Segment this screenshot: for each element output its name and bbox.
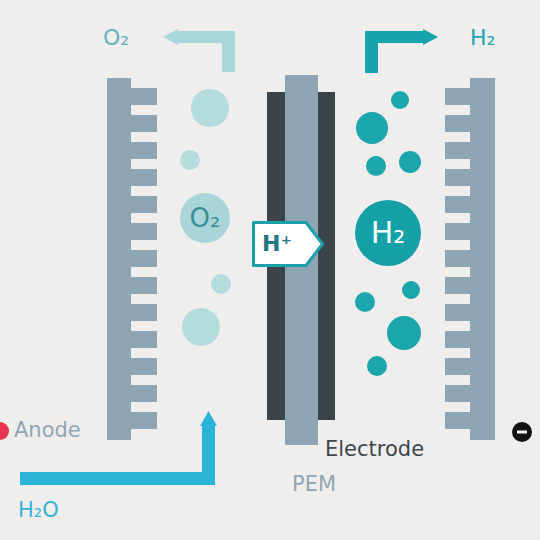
plate-tooth (131, 115, 157, 132)
hydrogen-bubble: H₂ (355, 200, 421, 266)
negative-terminal (512, 422, 532, 442)
plate-tooth (445, 277, 471, 294)
plate-tooth (445, 331, 471, 348)
plate-tooth (445, 196, 471, 213)
plate-tooth (445, 304, 471, 321)
node-text: H₂ (371, 218, 406, 248)
plate-tooth (131, 412, 157, 429)
positive-terminal (0, 422, 9, 440)
plate-tooth (131, 304, 157, 321)
anode-plate (107, 78, 131, 440)
plate-tooth (131, 169, 157, 186)
plate-tooth (131, 196, 157, 213)
plate-tooth (445, 223, 471, 240)
plate-tooth (445, 142, 471, 159)
plate-tooth (445, 115, 471, 132)
proton-arrow: H⁺ (252, 221, 324, 267)
plate-tooth (131, 88, 157, 105)
oxygen-bubble: O₂ (180, 193, 230, 243)
plate-tooth (445, 88, 471, 105)
hydrogen-outlet-arrow (365, 29, 438, 73)
plate-tooth (445, 169, 471, 186)
hydrogen-outlet-label: H₂ (470, 27, 495, 49)
plate-tooth (445, 250, 471, 267)
oxygen-outlet-arrow (163, 29, 235, 72)
plate-tooth (445, 412, 471, 429)
hydrogen-bubbles (355, 91, 421, 376)
node-text: H⁺ (262, 233, 292, 255)
plate-tooth (131, 142, 157, 159)
electrode-label: Electrode (325, 439, 424, 460)
plate-tooth (131, 277, 157, 294)
plate-tooth (131, 331, 157, 348)
plate-tooth (131, 223, 157, 240)
cathode-plate (470, 78, 495, 440)
cathode-electrode (318, 92, 335, 420)
node-text: O₂ (190, 205, 221, 231)
plate-tooth (445, 385, 471, 402)
oxygen-outlet-label: O₂ (103, 27, 129, 49)
plate-tooth (131, 250, 157, 267)
water-inlet-label: H₂O (18, 500, 59, 521)
plate-tooth (445, 358, 471, 375)
pem-label: PEM (292, 474, 336, 495)
plate-tooth (131, 358, 157, 375)
oxygen-bubbles (180, 89, 231, 346)
anode-label: Anode (14, 420, 81, 441)
plate-tooth (131, 385, 157, 402)
